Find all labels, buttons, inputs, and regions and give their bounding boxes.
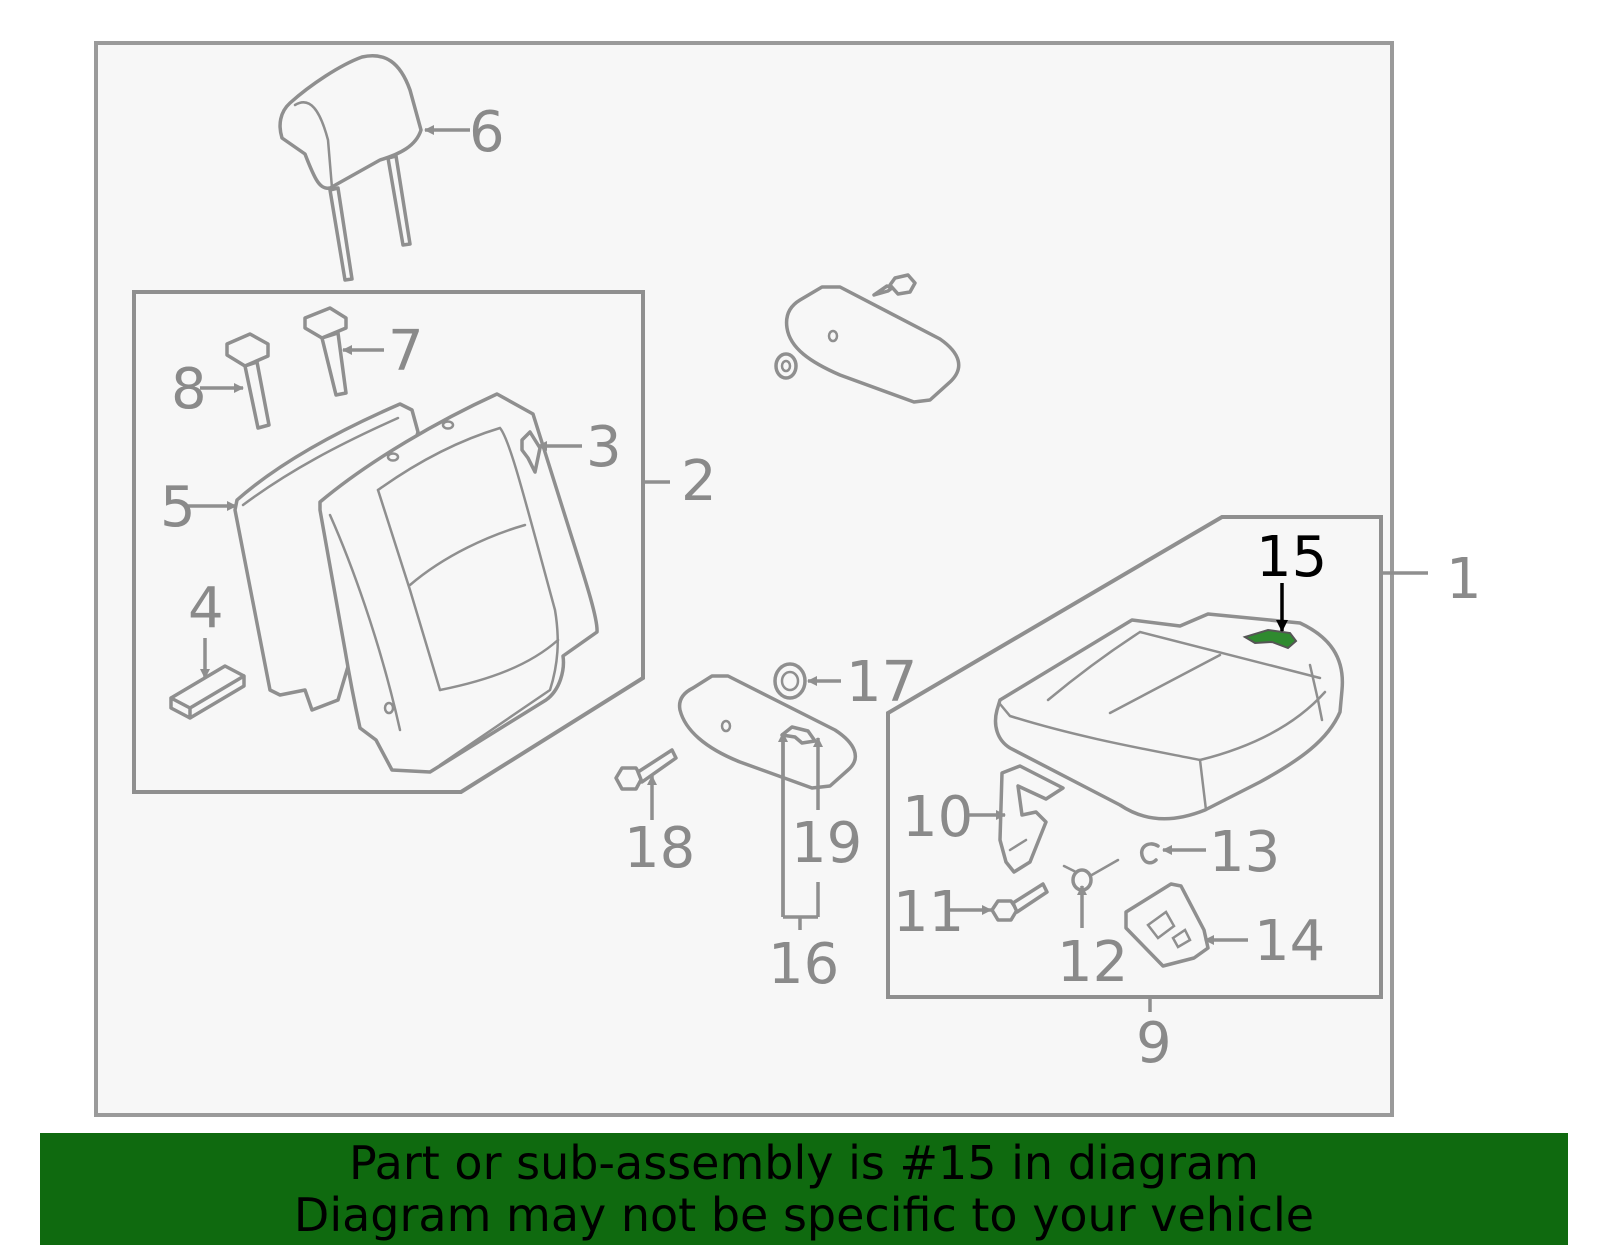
clip-part-3	[520, 430, 542, 474]
callout-17: 17	[846, 650, 917, 715]
callout-10: 10	[902, 785, 973, 850]
info-banner: Part or sub-assembly is #15 in diagram D…	[40, 1133, 1568, 1245]
callout-2: 2	[681, 449, 717, 514]
guide-part-7	[303, 306, 348, 397]
highlighted-part-15	[1242, 628, 1298, 650]
callout-7: 7	[388, 319, 424, 384]
callout-14: 14	[1254, 909, 1325, 974]
callout-8: 8	[171, 357, 207, 422]
seat-cushion	[993, 612, 1345, 821]
callout-13: 13	[1209, 820, 1280, 885]
callout-4: 4	[188, 576, 224, 641]
armrest-upper	[774, 273, 961, 404]
callout-18: 18	[624, 816, 695, 881]
callout-19: 19	[791, 811, 862, 876]
callout-1: 1	[1446, 547, 1482, 612]
callout-9: 9	[1136, 1011, 1172, 1076]
clip-13	[1140, 842, 1160, 865]
banner-line-part: Part or sub-assembly is #15 in diagram	[349, 1136, 1259, 1190]
washer-17	[773, 662, 807, 700]
cover-14	[1124, 882, 1210, 968]
guide-part-8	[225, 332, 271, 430]
callout-11: 11	[893, 880, 964, 945]
callout-5: 5	[160, 475, 196, 540]
bolt-18	[614, 748, 678, 791]
bolt-11	[990, 882, 1049, 922]
callout-16: 16	[768, 932, 839, 997]
part-4	[169, 664, 246, 720]
armrest-lower	[677, 674, 858, 790]
banner-line-disclaimer: Diagram may not be specific to your vehi…	[293, 1188, 1315, 1242]
callout-6: 6	[469, 100, 505, 165]
seatback-frame	[318, 392, 599, 774]
headrest	[278, 54, 423, 282]
cushion-assembly-box	[886, 515, 1383, 999]
seatback-assembly-box	[132, 290, 645, 794]
callout-12: 12	[1057, 930, 1128, 995]
callout-15: 15	[1256, 525, 1327, 590]
bracket-10	[998, 764, 1065, 874]
callout-3: 3	[586, 415, 622, 480]
